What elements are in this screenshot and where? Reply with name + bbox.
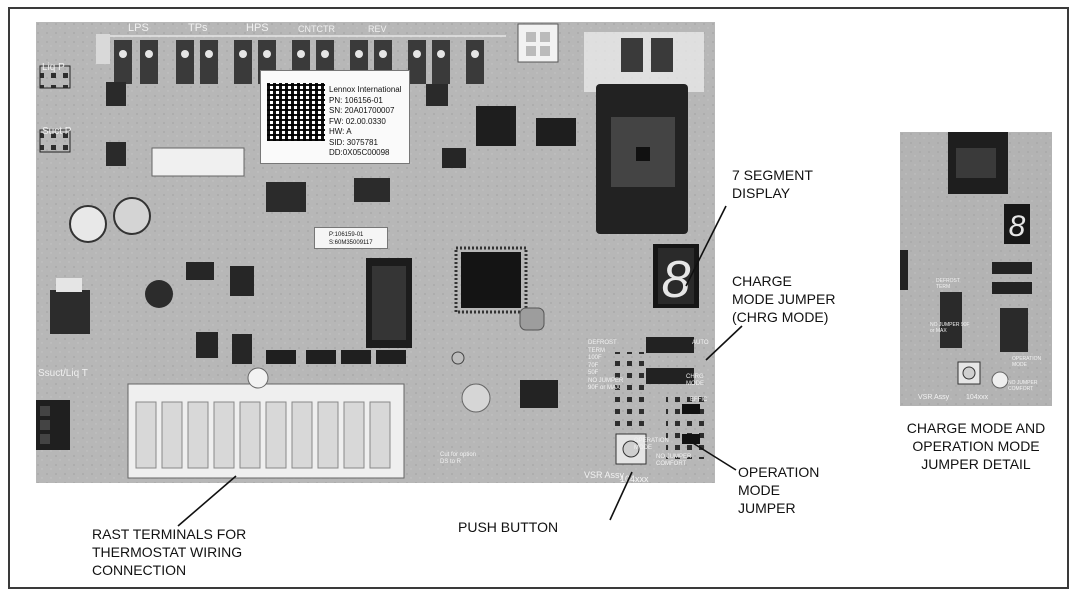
silk-label-hps: HPS — [246, 22, 269, 34]
callout-operation-mode: OPERATION MODE JUMPER — [738, 463, 819, 517]
silk-vsr-assy: VSR Assy — [584, 470, 625, 480]
callout-charge-mode: CHARGE MODE JUMPER (CHRG MODE) — [732, 272, 835, 326]
jumper-detail-drawing: 8 — [900, 132, 1052, 406]
callout-rast-line-3: CONNECTION — [92, 562, 187, 578]
callout-detail-line-2: OPERATION MODE — [912, 438, 1040, 454]
detail-silk-no-jumper-90f: NO JUMPER 90F or MAX — [930, 322, 970, 334]
callout-push-button: PUSH BUTTON — [458, 518, 558, 536]
sticker-sid: SID: 3075781 — [329, 137, 378, 147]
callout-rast: RAST TERMINALS FOR THERMOSTAT WIRING CON… — [92, 525, 246, 579]
silk-label-suct-p: Suct P — [42, 126, 72, 137]
small-sticker-line-2: S:60M35009117 — [329, 240, 373, 246]
callout-rast-line-1: RAST TERMINALS FOR — [92, 526, 247, 542]
detail-silk-operation-mode: OPERATION MODE — [1012, 356, 1042, 368]
silk-label-cntctr: CNTCTR — [298, 24, 335, 34]
callout-operation-mode-line-2: MODE — [738, 482, 780, 498]
rast-terminal-block — [127, 383, 405, 479]
sticker-dd: DD:0X05C00098 — [329, 148, 390, 157]
callout-charge-mode-line-1: CHARGE — [732, 273, 792, 289]
seven-segment-digit: 8 — [662, 251, 691, 309]
silk-label-ssuct-liq-t: Ssuct/Liq T — [38, 368, 88, 379]
small-sticker-line-1: P:106159-01 — [329, 232, 364, 238]
callout-push-button-line-1: PUSH BUTTON — [458, 519, 559, 535]
figure-frame — [8, 7, 1069, 589]
callout-detail-line-3: JUMPER DETAIL — [921, 456, 1031, 472]
silk-no-jumper-comfort: NO JUMPER COMFORT — [656, 454, 692, 467]
silk-defrost-term: DEFROST TERM — [588, 340, 617, 354]
silk-70f: 70F — [588, 362, 599, 369]
callout-rast-line-2: THERMOSTAT WIRING — [92, 544, 243, 560]
callout-charge-mode-line-3: (CHRG MODE) — [732, 309, 829, 325]
sticker-company: Lennox International — [329, 85, 402, 94]
callout-operation-mode-line-1: OPERATION — [738, 464, 820, 480]
sticker-sn: SN: 20A01700007 — [329, 106, 395, 115]
callout-seven-segment: 7 SEGMENT DISPLAY — [732, 166, 813, 202]
callout-charge-mode-line-2: MODE JUMPER — [732, 291, 836, 307]
silk-label-lps: LPS — [128, 22, 149, 34]
jumper-blocks — [614, 337, 704, 459]
detail-silk-vsr-assy: VSR Assy — [918, 394, 950, 401]
callout-operation-mode-line-3: JUMPER — [738, 500, 796, 516]
detail-silk-part-number: 104xxx — [966, 394, 989, 401]
silk-label-tps: TPs — [188, 22, 208, 34]
sticker-pn: PN: 106156-01 — [329, 95, 383, 105]
detail-silk-no-jumper-comfort: NO JUMPER COMFORT — [1008, 380, 1038, 392]
sticker-fw: FW: 02.00.0330 — [329, 116, 386, 126]
small-sticker: P:106159-01 S:60M35009117 — [314, 227, 388, 249]
silk-operation-mode: OPERATION MODE — [634, 438, 669, 451]
sticker-hw: HW: A — [329, 127, 352, 136]
callout-detail-line-1: CHARGE MODE AND — [906, 420, 1046, 436]
seven-segment-display: 8 — [653, 244, 699, 309]
silk-effic: EFFIC — [690, 397, 708, 403]
silk-label-liq-p: Liq P — [42, 62, 65, 73]
control-board: 8 — [36, 22, 715, 483]
silk-part-number: 104xxx — [620, 474, 649, 483]
board-id-sticker: Lennox International PN: 106156-01 SN: 2… — [260, 70, 410, 164]
silk-cut-option: Cut for option DS to R — [440, 452, 477, 465]
silk-chrg-mode: CHRG MODE — [686, 374, 704, 387]
jumper-detail-inset: 8 DEFROST TERM NO JUMPER 90F or MAX OPER… — [900, 132, 1052, 406]
callout-detail: CHARGE MODE AND OPERATION MODE JUMPER DE… — [892, 419, 1060, 473]
callout-seven-segment-line-2: DISPLAY — [732, 185, 791, 201]
silk-no-jumper-90f: NO JUMPER 90F or MAX — [588, 377, 624, 392]
silk-50f: 50F — [588, 370, 599, 376]
detail-seven-segment-digit: 8 — [1009, 210, 1026, 243]
detail-silk-defrost-term: DEFROST TERM — [936, 278, 960, 290]
silk-100f: 100F — [588, 355, 602, 361]
callout-seven-segment-line-1: 7 SEGMENT — [732, 167, 813, 183]
qr-code — [267, 83, 325, 141]
silk-auto: AUTO — [692, 340, 709, 346]
silk-label-rev: REV — [368, 24, 387, 34]
